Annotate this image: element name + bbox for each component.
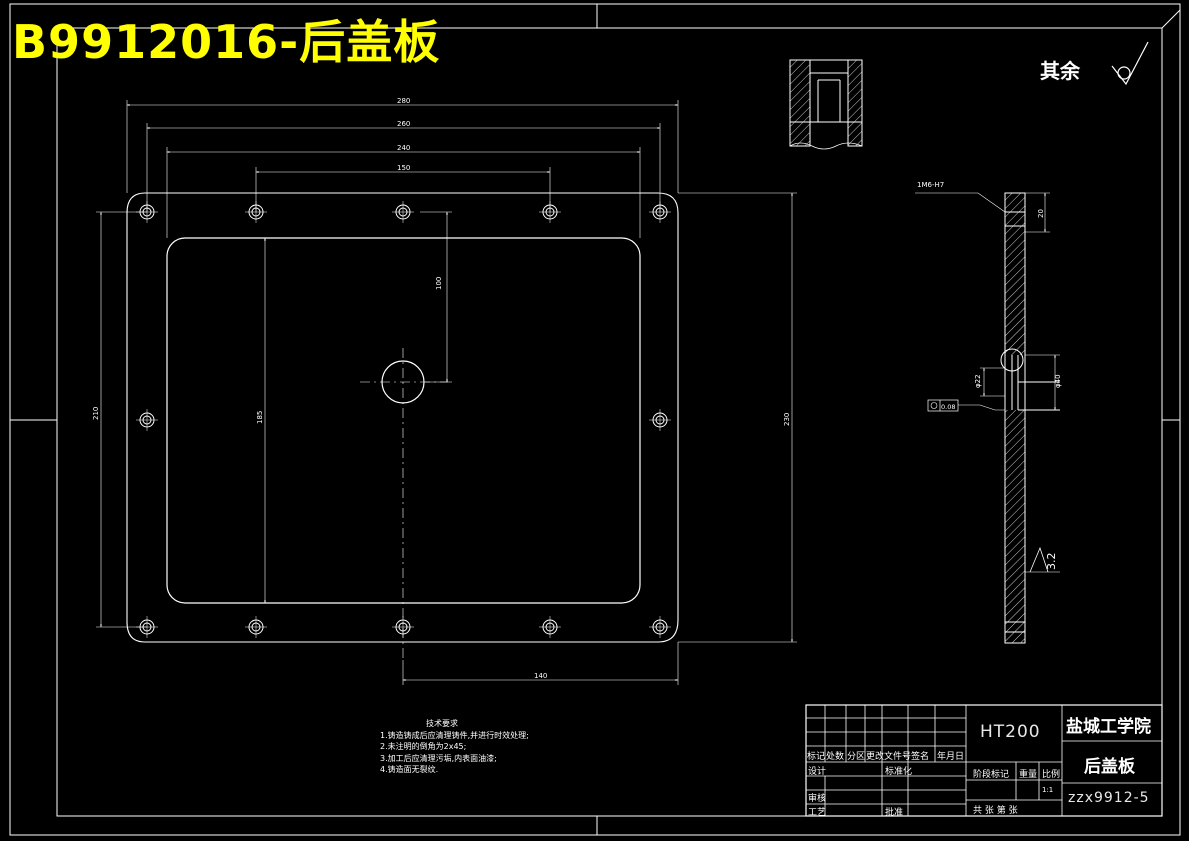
surface-roughness-symbol — [1111, 41, 1149, 86]
bolt-hole — [136, 409, 158, 431]
bolt-holes — [136, 201, 671, 638]
material-label: HT200 — [980, 722, 1041, 742]
thread-callout: 1M6-H7 — [917, 181, 944, 189]
title-block-grid — [805, 704, 1163, 817]
dim-dia-40: φ40 — [1054, 374, 1062, 388]
bolt-hole — [245, 616, 267, 638]
side-dimension-texts: 1M6-H7 20 φ22 φ40 0.08 3.2 — [917, 181, 1062, 570]
dim-230: 230 — [783, 413, 791, 426]
bolt-hole — [649, 616, 671, 638]
tech-item: 2.未注明的倒角为2x45; — [380, 742, 467, 751]
dim-240: 240 — [397, 144, 410, 152]
tech-item: 1.铸造铸成后应清理铸件,并进行时效处理; — [380, 730, 529, 740]
tb-change-doc: 更改文件号 — [866, 752, 912, 762]
tb-scale-value: 1:1 — [1042, 786, 1054, 794]
tb-approve: 批准 — [885, 808, 904, 818]
tb-standardize: 标准化 — [885, 767, 913, 777]
tb-scale: 比例 — [1042, 770, 1061, 780]
dim-280: 280 — [397, 97, 410, 105]
tb-mark: 标记 — [807, 752, 826, 762]
tb-sign: 签名 — [911, 752, 930, 762]
dim-side-20: 20 — [1037, 209, 1045, 218]
part-name: 后盖板 — [1084, 757, 1135, 777]
dim-dia-22: φ22 — [974, 374, 982, 388]
roughness-side: 3.2 — [1045, 553, 1058, 571]
drawing-banner-title: B9912016-后盖板 — [12, 15, 441, 69]
tech-requirements-title: 技术要求 — [426, 719, 458, 728]
tb-zone: 分区 — [847, 752, 866, 762]
tb-sheets: 共 张 第 张 — [973, 806, 1018, 816]
front-dimension-texts: 280 260 240 150 100 210 185 230 140 — [92, 97, 791, 680]
tb-count: 处数 — [826, 752, 845, 762]
dim-260: 260 — [397, 120, 410, 128]
detail-view — [789, 59, 863, 150]
tech-item: 4.铸造面无裂纹. — [380, 765, 439, 774]
tb-stage-mark: 阶段标记 — [973, 770, 1010, 780]
bolt-hole — [392, 201, 414, 223]
sheet-border — [9, 3, 1181, 836]
tb-weight: 重量 — [1019, 770, 1038, 780]
tech-requirements: 技术要求 1.铸造铸成后应清理铸件,并进行时效处理; 2.未注明的倒角为2x45… — [380, 718, 620, 776]
drawing-code: zzx9912-5 — [1068, 790, 1150, 806]
front-dimensions — [96, 100, 797, 685]
dim-185: 185 — [256, 411, 264, 424]
tb-design: 设计 — [808, 767, 827, 777]
tb-date: 年月日 — [937, 752, 965, 762]
side-section-view — [915, 192, 1060, 644]
tb-process: 工艺 — [808, 808, 827, 818]
surface-note-label: 其余 — [1040, 59, 1080, 83]
tech-item: 3.加工后应清理污垢,内表面油漆; — [380, 753, 497, 763]
front-view — [126, 192, 679, 660]
bolt-hole — [539, 616, 561, 638]
bolt-hole — [392, 616, 414, 638]
dim-140: 140 — [534, 672, 547, 680]
tolerance-value: 0.08 — [941, 403, 955, 411]
dim-100: 100 — [435, 277, 443, 290]
dim-150: 150 — [397, 164, 410, 172]
school-name: 盐城工学院 — [1066, 717, 1151, 737]
tb-review: 审核 — [808, 794, 827, 804]
bolt-hole — [649, 409, 671, 431]
dim-210: 210 — [92, 407, 100, 420]
